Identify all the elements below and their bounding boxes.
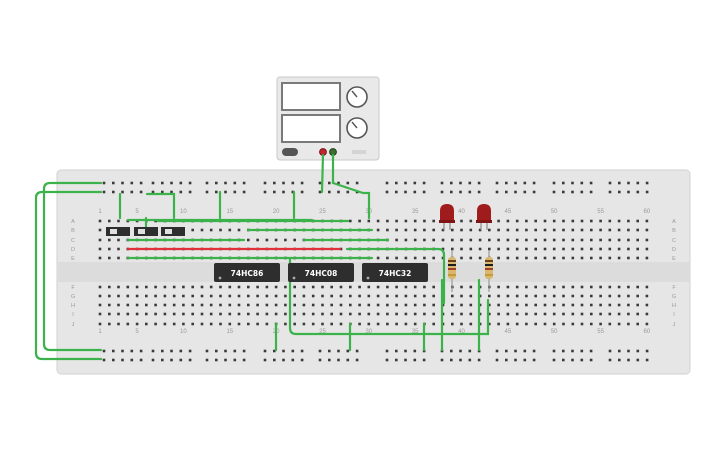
column-number: 25 — [319, 329, 326, 335]
resistor[interactable] — [485, 250, 493, 292]
column-number: 45 — [505, 209, 512, 215]
chips[interactable]: 74HC86 74HC08 74HC32 — [214, 263, 428, 282]
column-number: 35 — [412, 209, 419, 215]
column-number: 40 — [458, 329, 465, 335]
led[interactable] — [476, 204, 492, 230]
row-letter: I — [673, 312, 675, 318]
chip-label: 74HC86 — [231, 269, 264, 278]
slide-switches[interactable] — [106, 227, 185, 236]
row-letter: J — [72, 322, 75, 328]
column-number: 5 — [135, 329, 139, 335]
column-number: 25 — [319, 209, 326, 215]
row-letter: H — [71, 303, 75, 309]
column-number: 55 — [597, 209, 604, 215]
column-number: 40 — [458, 209, 465, 215]
row-letter: D — [672, 247, 676, 253]
column-number: 15 — [226, 209, 233, 215]
column-numbers: 1155101015152020252530303535404045455050… — [98, 209, 651, 335]
row-letter: E — [71, 256, 75, 262]
current-display — [281, 114, 341, 143]
row-letter: J — [673, 322, 676, 328]
column-number: 1 — [98, 209, 102, 215]
row-letter: G — [71, 294, 75, 300]
column-number: 20 — [273, 209, 280, 215]
row-letter: G — [672, 294, 676, 300]
chip-label: 74HC32 — [379, 269, 412, 278]
row-letter: A — [71, 219, 75, 225]
wires[interactable] — [34, 153, 490, 361]
slide-switch[interactable] — [106, 227, 130, 236]
slide-switch[interactable] — [161, 227, 185, 236]
resistor[interactable] — [448, 250, 456, 292]
slide-switch[interactable] — [134, 227, 158, 236]
power-switch[interactable] — [282, 148, 298, 156]
column-number: 10 — [180, 209, 187, 215]
row-letter: A — [672, 219, 676, 225]
row-letter: F — [71, 285, 75, 291]
row-letter: H — [672, 303, 676, 309]
leds[interactable] — [439, 204, 492, 230]
row-letter: E — [672, 256, 676, 262]
row-letter: D — [71, 247, 75, 253]
column-number: 60 — [644, 209, 651, 215]
chip-74hc86[interactable]: 74HC86 — [214, 263, 280, 282]
row-letter: B — [71, 228, 75, 234]
row-letter: F — [672, 285, 676, 291]
column-number: 60 — [644, 329, 651, 335]
column-number: 5 — [135, 209, 139, 215]
column-number: 55 — [597, 329, 604, 335]
led[interactable] — [439, 204, 455, 230]
wire-rail-right[interactable] — [331, 181, 371, 220]
column-number: 35 — [412, 329, 419, 335]
column-number: 1 — [98, 329, 102, 335]
column-number: 45 — [505, 329, 512, 335]
column-number: 15 — [226, 329, 233, 335]
column-number: 10 — [180, 329, 187, 335]
column-number: 50 — [551, 209, 558, 215]
column-number: 30 — [365, 329, 372, 335]
wire-power-positive[interactable] — [320, 153, 325, 194]
row-letter: C — [672, 238, 676, 244]
resistors[interactable] — [448, 250, 493, 292]
row-letter: B — [672, 228, 676, 234]
power-supply[interactable] — [276, 76, 380, 161]
chip-label: 74HC08 — [305, 269, 338, 278]
column-number: 50 — [551, 329, 558, 335]
chip-74hc08[interactable]: 74HC08 — [288, 263, 354, 282]
voltage-display — [281, 82, 341, 111]
chip-74hc32[interactable]: 74HC32 — [362, 263, 428, 282]
row-letter: I — [72, 312, 74, 318]
wire-left-rail-bottom[interactable] — [34, 190, 103, 361]
wire-left-rail-top[interactable] — [42, 181, 103, 352]
row-letter: C — [71, 238, 75, 244]
